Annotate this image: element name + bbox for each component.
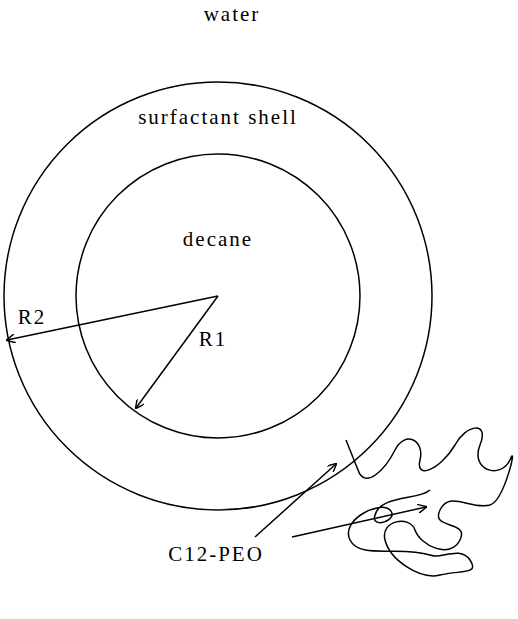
molecule-label: C12-PEO bbox=[166, 543, 266, 566]
radius-label: R1 bbox=[197, 328, 230, 351]
medium-label: water bbox=[202, 3, 263, 26]
node-text: decane bbox=[183, 228, 253, 251]
radius-arrow bbox=[7, 296, 218, 340]
circle-outline bbox=[3, 81, 433, 511]
circle-line bbox=[76, 154, 360, 438]
core-circle: decane bbox=[75, 153, 361, 439]
radius-label: R2 bbox=[16, 306, 49, 329]
shell-circle: surfactant shell decane bbox=[3, 81, 433, 511]
node-text: surfactant shell bbox=[138, 106, 298, 129]
radius-arrow bbox=[136, 296, 218, 408]
circle-line bbox=[4, 82, 432, 510]
circle-outline bbox=[75, 153, 361, 439]
polymer-coil bbox=[346, 428, 512, 576]
leader-arrow bbox=[255, 464, 336, 537]
